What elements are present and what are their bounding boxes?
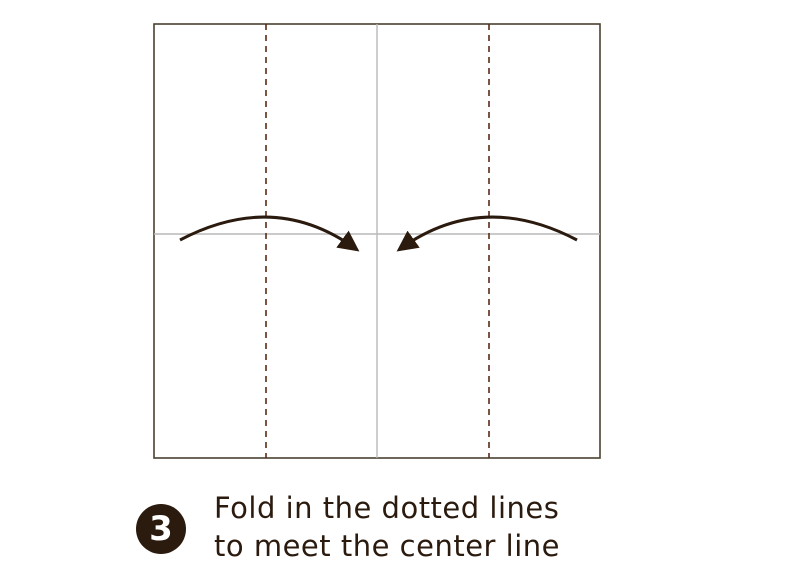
left-fold-arrow [179, 215, 360, 252]
step-number-badge: 3 [136, 504, 186, 554]
origami-fold-diagram [153, 23, 601, 459]
step-number: 3 [149, 509, 173, 549]
right-fold-arrow [396, 215, 578, 252]
instruction-line-2: to meet the center line [214, 529, 561, 563]
instruction-text: Fold in the dotted lines to meet the cen… [214, 489, 560, 565]
instruction-line-1: Fold in the dotted lines [214, 491, 560, 525]
